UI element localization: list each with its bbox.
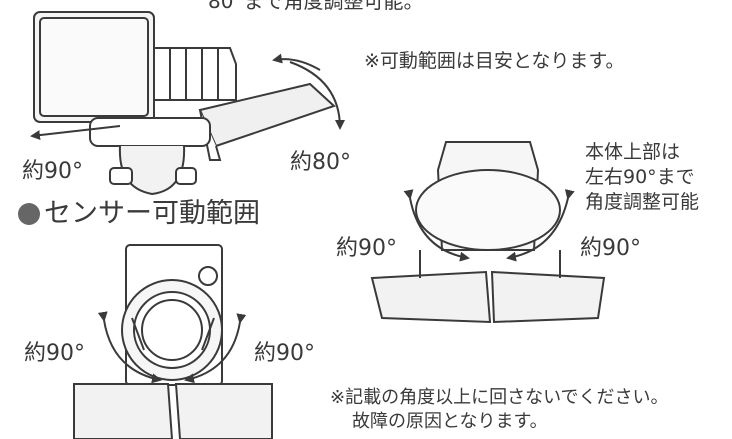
range-note: ※可動範囲は目安となります。 bbox=[364, 50, 625, 72]
light-tilt-arrows bbox=[30, 53, 345, 141]
sensor-angle-left-label: 約90° bbox=[24, 341, 85, 366]
top-caption: 80°まで角度調整可能。 bbox=[208, 0, 424, 13]
light-angle-right-label: 約80° bbox=[290, 150, 351, 175]
body-desc-line-2: 左右90°まで bbox=[585, 166, 695, 188]
bullet-icon bbox=[18, 202, 40, 225]
body-desc-line-1: 本体上部は bbox=[585, 141, 681, 163]
sensor-range-title: センサー可動範囲 bbox=[18, 200, 260, 227]
light-head-illustration bbox=[33, 11, 336, 196]
body-angle-left-label: 約90° bbox=[336, 236, 397, 261]
warning-note: ※記載の角度以上に回さないでください。 故障の原因となります。 bbox=[330, 386, 669, 434]
body-angle-right-label: 約90° bbox=[580, 236, 641, 261]
body-desc-line-3: 角度調整可能 bbox=[585, 191, 700, 213]
sensor-swivel-arrows bbox=[97, 311, 247, 384]
body-swivel-illustration bbox=[370, 141, 606, 324]
warning-line-1: ※記載の角度以上に回さないでください。 bbox=[330, 387, 669, 408]
body-adjust-description: 本体上部は 左右90°まで 角度調整可能 bbox=[585, 140, 699, 215]
sensor-angle-right-label: 約90° bbox=[254, 341, 315, 366]
sensor-range-title-text: センサー可動範囲 bbox=[44, 198, 260, 229]
sensor-illustration bbox=[73, 244, 273, 439]
light-angle-left-label: 約90° bbox=[22, 159, 83, 184]
body-swivel-arrows bbox=[403, 189, 575, 262]
warning-line-2: 故障の原因となります。 bbox=[352, 411, 548, 432]
